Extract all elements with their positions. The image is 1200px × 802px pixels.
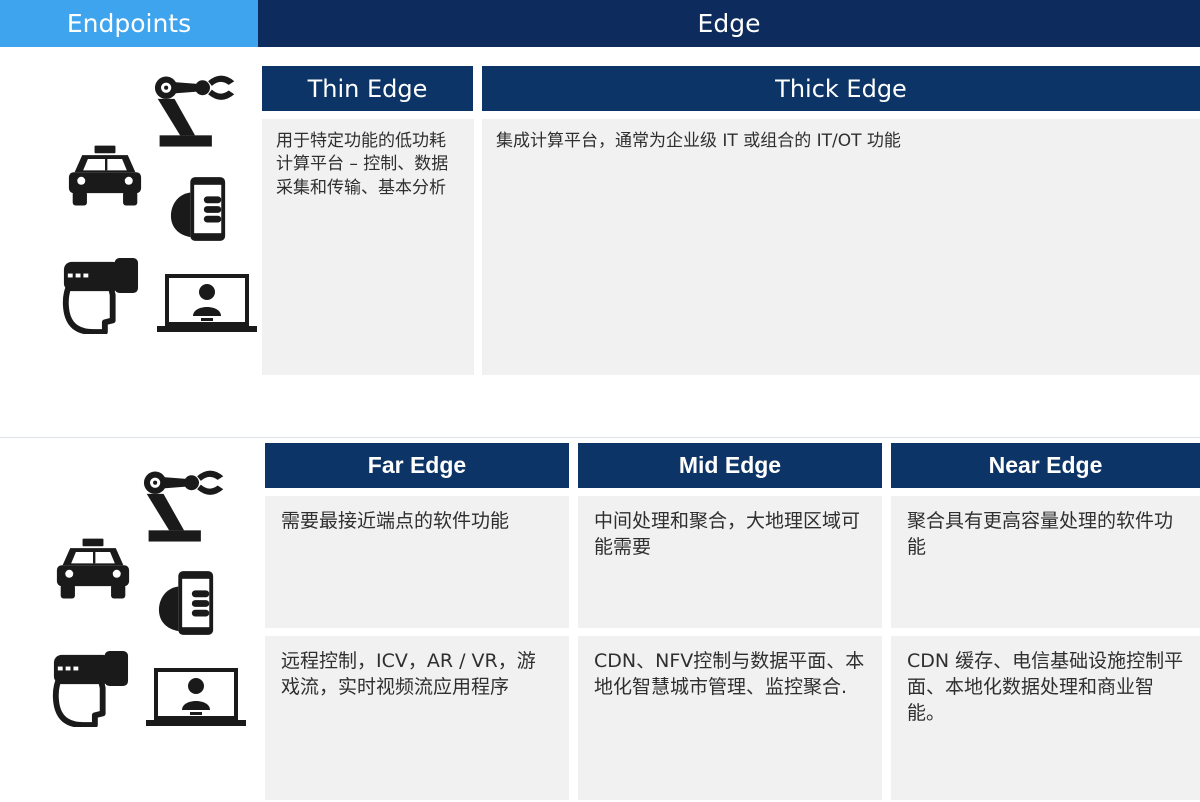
far-edge-header: Far Edge <box>265 443 569 488</box>
car-icon <box>67 145 143 209</box>
endpoints-header: Endpoints <box>0 0 258 47</box>
vr-headset-icon <box>60 256 140 334</box>
car-icon <box>55 538 131 602</box>
thin-edge-header: Thin Edge <box>262 66 473 111</box>
far-edge-use-cases: 远程控制，ICV，AR / VR，游戏流，实时视频流应用程序 <box>265 636 569 800</box>
edge-header: Edge <box>258 0 1200 47</box>
robot-arm-icon <box>154 72 238 152</box>
robot-arm-icon <box>143 467 227 547</box>
near-edge-description: 聚合具有更高容量处理的软件功能 <box>891 496 1200 628</box>
mid-edge-use-cases: CDN、NFV控制与数据平面、本地化智慧城市管理、监控聚合. <box>578 636 882 800</box>
thin-edge-description: 用于特定功能的低功耗计算平台 – 控制、数据采集和传输、基本分析 <box>262 119 474 375</box>
thick-edge-description: 集成计算平台，通常为企业级 IT 或组合的 IT/OT 功能 <box>482 119 1200 375</box>
near-edge-header: Near Edge <box>891 443 1200 488</box>
laptop-user-icon <box>146 668 246 728</box>
far-edge-description: 需要最接近端点的软件功能 <box>265 496 569 628</box>
thick-edge-header: Thick Edge <box>482 66 1200 111</box>
section-divider <box>0 437 1200 438</box>
smartphone-icon <box>157 569 217 637</box>
mid-edge-description: 中间处理和聚合，大地理区域可能需要 <box>578 496 882 628</box>
laptop-user-icon <box>157 274 257 334</box>
smartphone-icon <box>169 175 229 243</box>
vr-headset-icon <box>50 649 130 727</box>
near-edge-use-cases: CDN 缓存、电信基础设施控制平面、本地化数据处理和商业智能。 <box>891 636 1200 800</box>
mid-edge-header: Mid Edge <box>578 443 882 488</box>
